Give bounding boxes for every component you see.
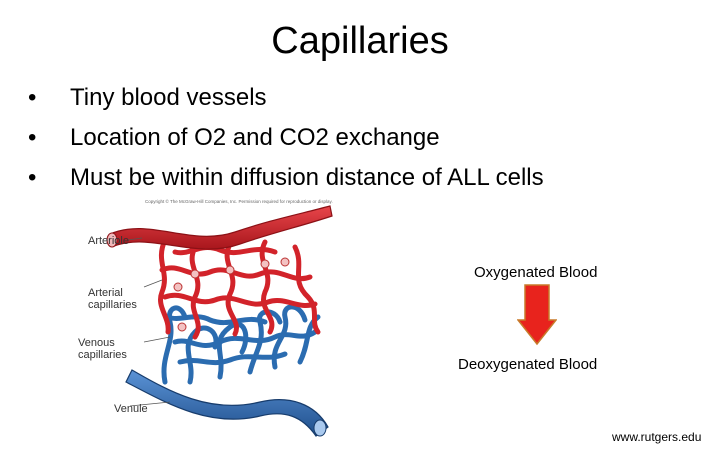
label-leaders <box>127 237 171 407</box>
deoxygenated-blood-label: Deoxygenated Blood <box>458 356 598 373</box>
venule-vessel <box>125 369 329 437</box>
label-arterial-2: capillaries <box>88 299 137 311</box>
label-arteriole: Arteriole <box>88 235 129 247</box>
bullet-text: Must be within diffusion distance of ALL… <box>70 164 544 191</box>
label-venule: Venule <box>114 403 148 415</box>
diagram-copyright: Copyright © The McGraw-Hill Companies, I… <box>145 199 333 204</box>
arteriole-vessel <box>109 205 333 250</box>
junction-markers <box>173 257 290 332</box>
bullet-item: • Must be within diffusion distance of AL… <box>28 158 544 198</box>
arterial-capillaries <box>158 237 321 340</box>
label-venous-1: Venous <box>78 337 115 349</box>
label-venous-2: capillaries <box>78 349 127 361</box>
label-arterial-1: Arterial <box>88 287 123 299</box>
down-arrow-icon <box>517 284 557 346</box>
capillary-bed-diagram: Arteriole Arterial capillaries Venous ca… <box>78 205 333 437</box>
source-credit: www.rutgers.edu <box>612 430 702 444</box>
venule-opening <box>313 419 327 437</box>
bullet-list: • Tiny blood vessels • Location of O2 and … <box>28 78 544 198</box>
bullet-dot-icon: • <box>28 84 37 111</box>
venous-capillaries <box>161 304 321 385</box>
bullet-dot-icon: • <box>28 124 37 151</box>
bullet-text: Location of O2 and CO2 exchange <box>70 124 440 151</box>
bullet-text: Tiny blood vessels <box>70 84 267 111</box>
bullet-item: • Tiny blood vessels <box>28 78 544 118</box>
oxygenated-blood-label: Oxygenated Blood <box>474 264 598 281</box>
slide-title: Capillaries <box>271 20 449 62</box>
bullet-item: • Location of O2 and CO2 exchange <box>28 118 544 158</box>
arteriole-opening <box>106 232 118 248</box>
bullet-dot-icon: • <box>28 164 37 191</box>
